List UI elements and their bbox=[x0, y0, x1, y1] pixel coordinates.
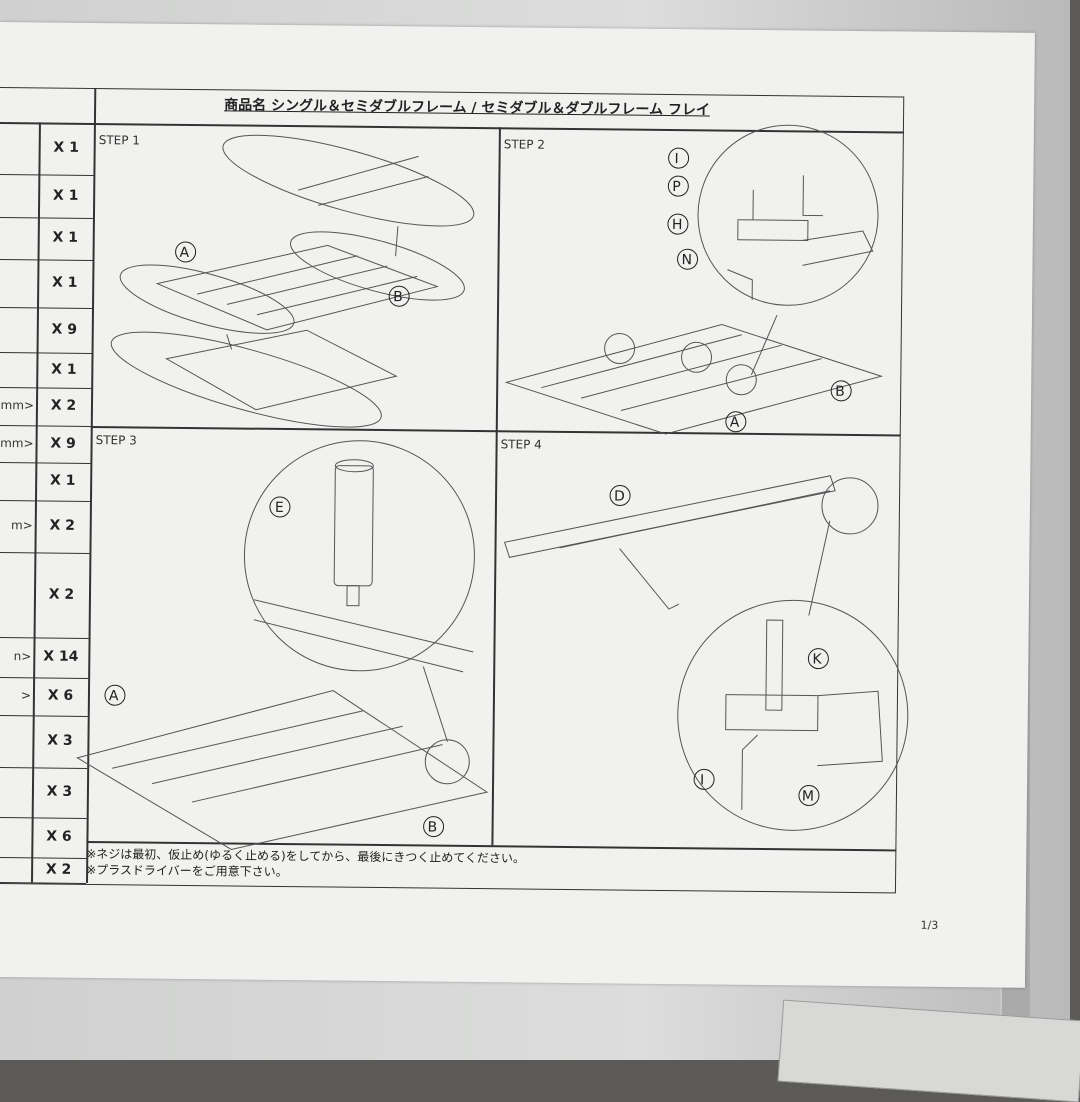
label-p: P bbox=[672, 179, 681, 195]
label-e: E bbox=[275, 500, 284, 516]
step-3-callouts: E A B bbox=[104, 495, 448, 837]
part-count: X 1 bbox=[38, 187, 93, 204]
label-d: D bbox=[614, 488, 625, 504]
part-count: X 3 bbox=[32, 783, 87, 800]
step-3-illustration: E A B bbox=[91, 423, 495, 847]
part-count: X 2 bbox=[34, 586, 89, 603]
label-a: A bbox=[109, 688, 119, 704]
part-spec: mm> bbox=[0, 398, 34, 412]
step-4-illustration: D K I M bbox=[496, 427, 900, 851]
label-i: I bbox=[675, 151, 679, 167]
label-a: A bbox=[180, 245, 190, 261]
label-i: I bbox=[700, 772, 704, 788]
label-b: B bbox=[835, 384, 845, 400]
part-count: X 2 bbox=[31, 861, 86, 878]
part-spec: mm> bbox=[0, 435, 34, 449]
part-count: X 1 bbox=[39, 139, 94, 156]
step-2-illustration: I P H N A B bbox=[501, 127, 904, 431]
note-screwdriver: ※プラスドライバーをご用意下さい。 bbox=[86, 861, 288, 880]
part-count: X 1 bbox=[35, 472, 90, 489]
label-a: A bbox=[730, 415, 740, 431]
part-count: X 9 bbox=[37, 321, 92, 338]
part-count: X 14 bbox=[33, 648, 88, 665]
part-spec: m> bbox=[0, 518, 33, 532]
label-m: M bbox=[802, 788, 814, 804]
part-spec: n> bbox=[0, 649, 31, 663]
step-4-callouts: D K I M bbox=[607, 485, 830, 805]
part-count: X 6 bbox=[33, 687, 88, 704]
label-n: N bbox=[681, 252, 692, 268]
step-2-callouts: I P H N A B bbox=[666, 148, 854, 433]
instruction-sheet: 商品名 シングル＆セミダブルフレーム / セミダブル＆ダブルフレーム フレイ X… bbox=[0, 22, 1035, 988]
label-h: H bbox=[672, 217, 683, 233]
part-count: X 1 bbox=[38, 229, 93, 246]
page-number: 1/3 bbox=[921, 919, 939, 932]
label-b: B bbox=[428, 820, 438, 836]
label-b: B bbox=[393, 289, 403, 305]
part-count: X 2 bbox=[36, 397, 91, 414]
part-count: X 1 bbox=[36, 361, 91, 378]
step-1-illustration: A B bbox=[96, 123, 499, 427]
part-count: X 9 bbox=[36, 435, 91, 452]
part-spec: > bbox=[0, 688, 31, 702]
part-count: X 1 bbox=[37, 274, 92, 291]
part-count: X 6 bbox=[31, 828, 86, 845]
part-count: X 3 bbox=[32, 732, 87, 749]
part-count: X 2 bbox=[35, 517, 90, 534]
label-k: K bbox=[812, 652, 822, 668]
